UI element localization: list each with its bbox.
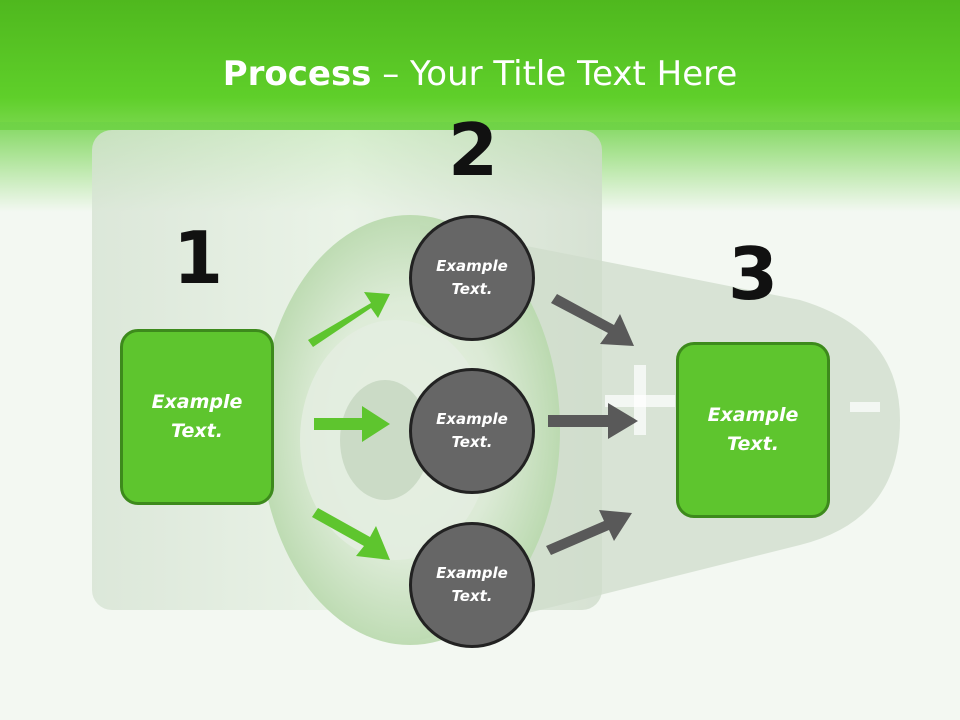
circle-middle: Example Text. bbox=[409, 368, 535, 494]
arrow-green-down bbox=[312, 508, 390, 560]
circle-top-text: Example Text. bbox=[436, 257, 508, 298]
arrow-green-up bbox=[308, 292, 390, 347]
arrow-gray-right bbox=[548, 403, 638, 439]
step-number-1: 1 bbox=[172, 216, 224, 300]
step-1-text: Example Text. bbox=[151, 391, 243, 442]
circle-bottom-text: Example Text. bbox=[436, 564, 508, 605]
circle-top: Example Text. bbox=[409, 215, 535, 341]
step-number-3: 3 bbox=[727, 232, 779, 316]
title-strong: Process bbox=[222, 54, 372, 94]
arrow-gray-up bbox=[546, 510, 632, 555]
step-3-box: Example Text. bbox=[676, 342, 830, 518]
step-1-box: Example Text. bbox=[120, 329, 274, 505]
title-rest: – Your Title Text Here bbox=[371, 54, 738, 94]
step-number-2: 2 bbox=[447, 108, 499, 192]
arrow-green-right bbox=[314, 406, 390, 442]
circle-middle-text: Example Text. bbox=[436, 410, 508, 451]
arrow-gray-down bbox=[551, 294, 634, 346]
header-band bbox=[0, 0, 960, 130]
step-3-text: Example Text. bbox=[707, 404, 799, 455]
slide-title: Process – Your Title Text Here bbox=[0, 52, 960, 96]
circle-bottom: Example Text. bbox=[409, 522, 535, 648]
